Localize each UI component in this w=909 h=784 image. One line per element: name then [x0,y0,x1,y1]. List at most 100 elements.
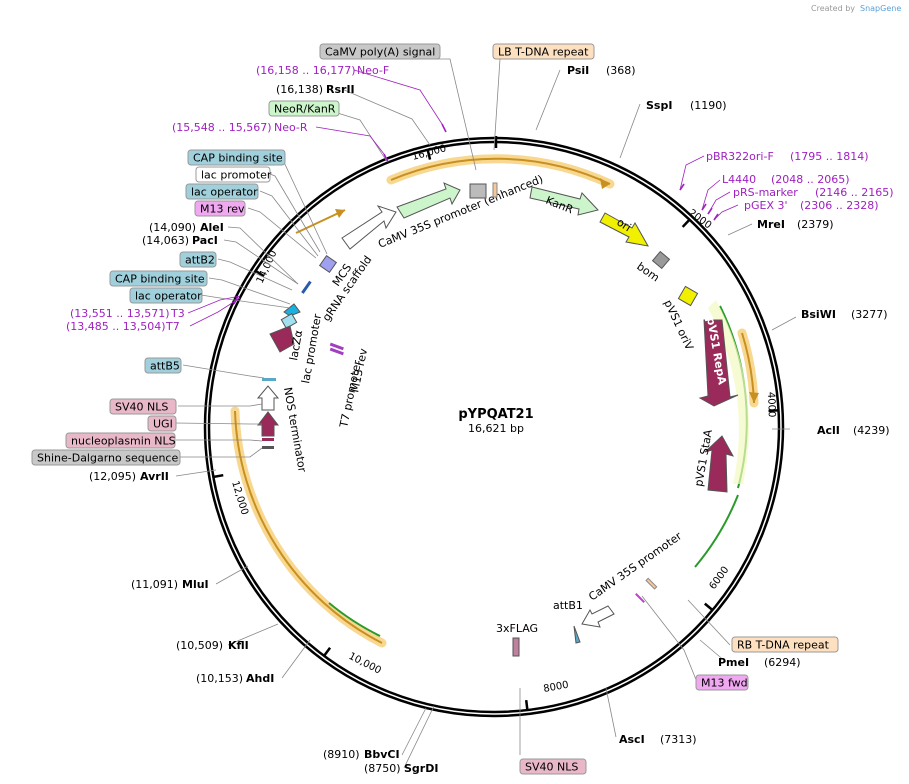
svg-text:attB2: attB2 [185,254,215,267]
svg-text:pGEX 3': pGEX 3' [744,199,788,212]
feature-label-box[interactable]: RB T-DNA repeat [731,636,839,653]
svg-text:LB T-DNA repeat: LB T-DNA repeat [498,46,589,59]
nls-marker-1 [262,438,274,441]
pvs1-repa-arrow [698,319,739,407]
tick-mark [255,270,265,278]
tick-mark [681,219,690,228]
svg-text:BsiWI: BsiWI [801,308,836,321]
svg-text:PmeI: PmeI [718,656,749,669]
feature-label-box[interactable]: M13 fwd [695,674,749,691]
svg-text:(13,485 .. 13,504): (13,485 .. 13,504) [66,320,166,333]
primer-prs-marker[interactable]: pRS-marker(2146 .. 2165) [733,186,894,199]
primer-pgex3[interactable]: pGEX 3' (2306 .. 2328) [744,199,879,212]
svg-text:Shine-Dalgarno sequence: Shine-Dalgarno sequence [37,452,178,465]
pacI-marker [301,280,312,294]
backbone-outer [203,136,785,718]
svg-text:MluI: MluI [182,578,209,591]
feature-label-box[interactable]: M13 rev [194,200,246,217]
feature-label-box[interactable]: NeoR/KanR [268,100,340,117]
svg-text:AclI: AclI [817,424,840,437]
camv35s-marker [645,577,658,590]
primer-neo-f[interactable]: (16,158 .. 16,177)Neo-F [256,64,389,77]
polya-signal-block [469,183,487,199]
feature-label-box[interactable]: lac promoter [195,166,272,183]
svg-text:CAP binding site: CAP binding site [193,152,283,165]
camv35s-enhanced-promoter-arrow [341,205,397,250]
site-mrei[interactable]: MreI(2379) [757,218,834,231]
site-sspi[interactable]: SspI(1190) [646,99,727,112]
lb-repeat-block [492,182,498,198]
site-asci[interactable]: AscI(7313) [619,733,697,746]
svg-text:lac operator: lac operator [135,290,202,303]
svg-text:(4239): (4239) [853,424,890,437]
lacza-label: lacZα [287,329,305,361]
nos-terminator-label: NOS terminator [281,386,309,473]
site-alei[interactable]: (14,090)AleI [149,221,224,234]
svg-text:(2306 .. 2328): (2306 .. 2328) [800,199,879,212]
site-bsiwi[interactable]: BsiWI(3277) [801,308,888,321]
site-kfli[interactable]: (10,509)KflI [176,639,249,652]
orf-highlight-arcs [230,154,759,648]
feature-label-box[interactable]: attB2 [179,251,217,268]
plasmid-name: pYPQAT21 [458,407,533,422]
svg-text:L4440: L4440 [722,173,756,186]
flag-block [512,637,520,657]
primer-neo-r[interactable]: (15,548 .. 15,567)Neo-R [172,121,308,134]
primer-t7[interactable]: (13,485 .. 13,504)T7 [66,320,180,333]
site-bbvci[interactable]: (8910)BbvCI [323,748,400,761]
t7-marker [329,342,344,351]
feature-label-box[interactable]: LB T-DNA repeat [492,43,595,60]
svg-text:(12,095): (12,095) [89,470,136,483]
svg-text:(16,138): (16,138) [276,83,323,96]
neor-kanr-arrow [396,182,461,219]
primer-t3[interactable]: (13,551 .. 13,571)T3 [70,307,185,320]
svg-text:(2379): (2379) [797,218,834,231]
svg-text:AvrII: AvrII [140,470,169,483]
svg-text:KflI: KflI [228,639,249,652]
site-paci[interactable]: (14,063)PacI [142,234,218,247]
feature-label-box[interactable]: Shine-Dalgarno sequence [31,449,181,466]
kanr-arrow [529,186,599,216]
primer-pbr322ori-f[interactable]: pBR322ori-F(1795 .. 1814) [706,150,869,163]
orf-arrowhead-top [600,178,610,189]
feature-label-box[interactable]: SV40 NLS [109,398,177,415]
feature-label-box[interactable]: UGI [147,415,177,432]
site-sgrdi[interactable]: (8750)SgrDI [364,762,438,775]
m13fwd-marker [635,593,645,603]
site-acli[interactable]: AclI (4239) [817,424,890,437]
svg-text:UGI: UGI [153,418,173,431]
svg-text:AscI: AscI [619,733,645,746]
feature-label-box[interactable]: lac operator [129,287,203,304]
site-pmei[interactable]: PmeI (6294) [718,656,801,669]
orf-arrow-top [390,157,611,185]
site-mlui[interactable]: (11,091)MluI [131,578,209,591]
feature-label-box[interactable]: CAP binding site [187,149,286,166]
site-avrii[interactable]: (12,095) AvrII [89,470,169,483]
ori-arrow [599,212,649,247]
feature-label-box[interactable]: lac operator [185,183,259,200]
feature-label-box[interactable]: CaMV poly(A) signal [319,43,441,60]
feature-label-box[interactable]: CAP binding site [109,270,208,287]
svg-text:(6294): (6294) [764,656,801,669]
svg-text:NeoR/KanR: NeoR/KanR [274,103,336,116]
feature-label-box[interactable]: attB5 [144,357,182,374]
lac-promoter-label: lac promoter [299,312,324,384]
svg-text:(1795 .. 1814): (1795 .. 1814) [790,150,869,163]
site-psii[interactable]: PsiI(368) [567,64,636,77]
orf-arrow-big [234,410,383,644]
svg-text:T3: T3 [170,307,185,320]
camv35s-label: CaMV 35S promoter [586,529,684,603]
svg-text:(15,548 .. 15,567): (15,548 .. 15,567) [172,121,272,134]
site-rsrii[interactable]: (16,138)RsrII [276,83,355,96]
svg-text:(368): (368) [606,64,636,77]
feature-label-box[interactable]: SV40 NLS [519,758,587,775]
orf-arrows [234,157,755,644]
site-ahdi[interactable]: (10,153)AhdI [196,672,274,685]
green-arrow-right-lower [694,494,739,568]
primer-l4440[interactable]: L4440(2048 .. 2065) [722,173,850,186]
feature-label-box[interactable]: nucleoplasmin NLS [65,432,176,449]
svg-text:AhdI: AhdI [246,672,274,685]
svg-text:Neo-F: Neo-F [357,64,389,77]
svg-text:BbvCI: BbvCI [364,748,400,761]
attb1-label: attB1 [553,599,583,612]
